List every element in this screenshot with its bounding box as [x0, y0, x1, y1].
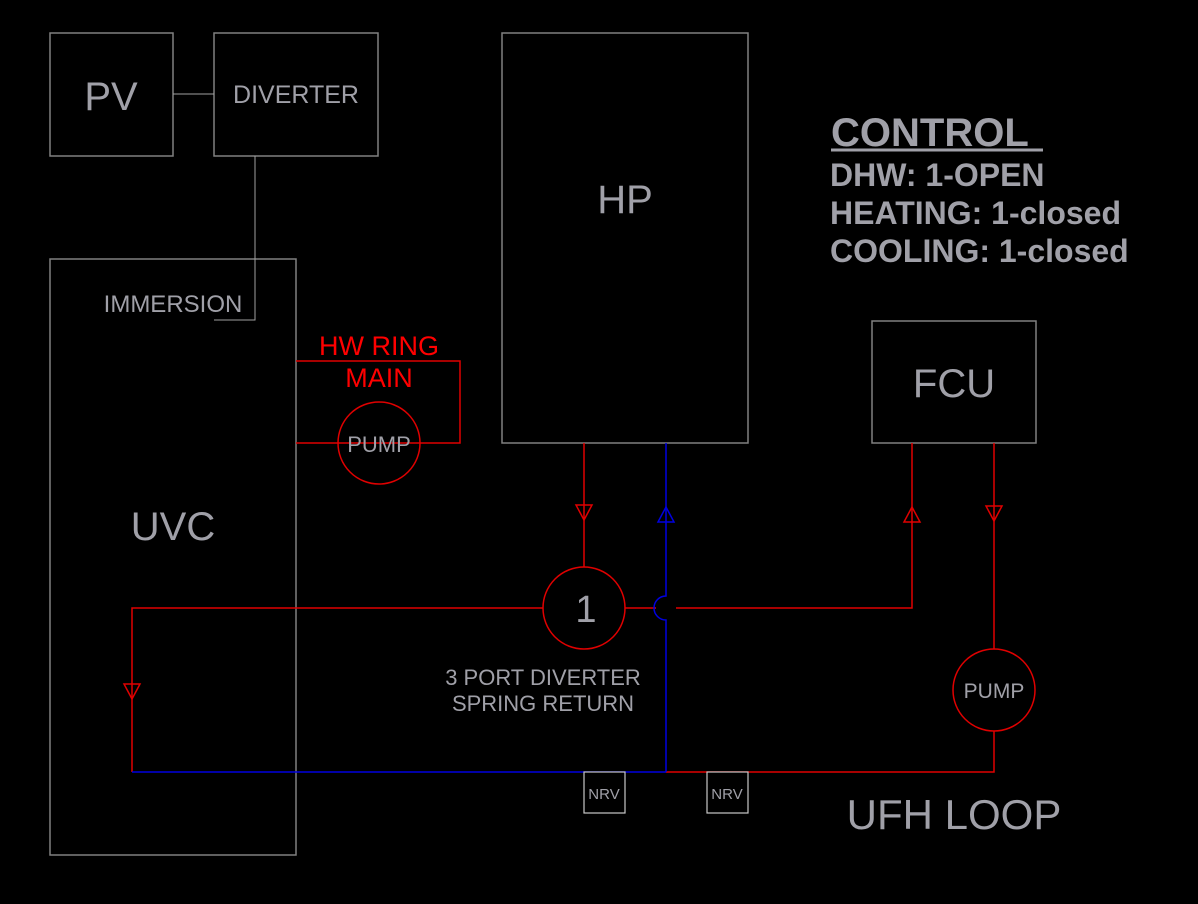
uvc-box: [49, 258, 297, 856]
control-line-dhw: DHW: 1-OPEN: [830, 157, 1045, 193]
immersion-label: IMMERSION: [104, 291, 243, 318]
control-line-cooling: COOLING: 1-closed: [830, 233, 1129, 269]
fcu-label: FCU: [913, 362, 995, 406]
pv-label: PV: [84, 75, 138, 119]
fcu-flow-arrow-up-icon: [902, 505, 922, 523]
diverter-immersion-cable: [214, 156, 256, 321]
fcu-box: [871, 320, 1037, 444]
hp-box: [501, 32, 749, 444]
ufh-return-pipe: [666, 731, 995, 773]
control-title: CONTROL: [831, 111, 1029, 155]
valve-number-label: 1: [575, 589, 596, 631]
uvc-flow-arrow-down-icon: [122, 683, 142, 701]
ufh-loop-label: UFH LOOP: [847, 791, 1062, 838]
uvc-label: UVC: [131, 505, 215, 549]
hw-ring-main-pipe: [296, 360, 461, 444]
nrv-left-label: NRV: [588, 786, 619, 803]
valve-to-uvc-pipe: [131, 607, 543, 772]
nrv-left-box: [583, 771, 626, 814]
ring-pump-label: PUMP: [347, 432, 411, 457]
flow-arrow-down-icon: [574, 504, 594, 522]
hw-ring-main-label-2: MAIN: [345, 363, 413, 393]
ufh-pump-label: PUMP: [964, 680, 1025, 703]
return-arrow-up-icon: [656, 505, 676, 523]
fcu-return-arrow-down-icon: [984, 505, 1004, 523]
hp-label: HP: [597, 178, 653, 222]
nrv-right-box: [706, 771, 749, 814]
valve-label-2: SPRING RETURN: [452, 691, 634, 716]
valve-to-fcu-pipe: [676, 443, 913, 609]
valve-label-1: 3 PORT DIVERTER: [445, 665, 641, 690]
control-line-heating: HEATING: 1-closed: [830, 195, 1121, 231]
hw-ring-main-label-1: HW RING: [319, 331, 439, 361]
hp-return-pipe: [653, 443, 667, 772]
ring-pump-symbol: [337, 401, 421, 485]
nrv-right-label: NRV: [711, 786, 742, 803]
diverter-label: DIVERTER: [233, 81, 359, 109]
